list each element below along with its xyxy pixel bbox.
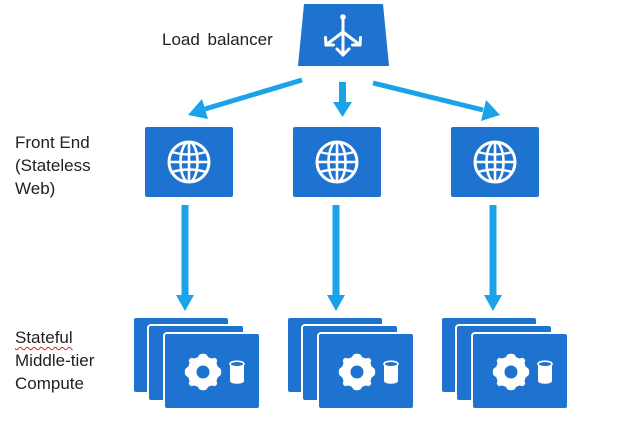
stateful-compute-label-line-2: Middle-tier (15, 351, 95, 370)
lb-arrows (188, 77, 500, 121)
compute-stack-3 (440, 316, 569, 410)
web-to-compute-arrows (176, 205, 502, 311)
web-tile-3 (449, 125, 541, 199)
stateful-compute-label-line-1: Stateful (15, 328, 73, 347)
arrow-lb-to-web-1 (188, 77, 303, 119)
front-end-label: Front End (Stateless Web) (15, 131, 91, 200)
load-balancer-icon (324, 14, 362, 57)
stateful-compute-label: Stateful Middle-tier Compute (15, 326, 94, 395)
arrow-web-2-to-compute-2 (327, 205, 345, 311)
arrow-web-1-to-compute-1 (176, 205, 194, 311)
web-tile-1 (143, 125, 235, 199)
load-balancer-tile (298, 4, 389, 66)
compute-stack-2 (286, 316, 415, 410)
arrow-lb-to-web-3 (372, 80, 500, 121)
load-balancer-label: Load balancer (162, 28, 273, 51)
arrow-web-3-to-compute-3 (484, 205, 502, 311)
front-end-label-line-3: Web) (15, 179, 56, 198)
arrow-lb-to-web-2 (333, 82, 352, 117)
stateful-compute-label-line-3: Compute (15, 374, 84, 393)
load-balancer-label-text: Load balancer (162, 30, 273, 49)
compute-stack-1 (132, 316, 261, 410)
front-end-label-line-2: (Stateless (15, 156, 91, 175)
front-end-label-line-1: Front End (15, 133, 90, 152)
web-tile-2 (291, 125, 383, 199)
